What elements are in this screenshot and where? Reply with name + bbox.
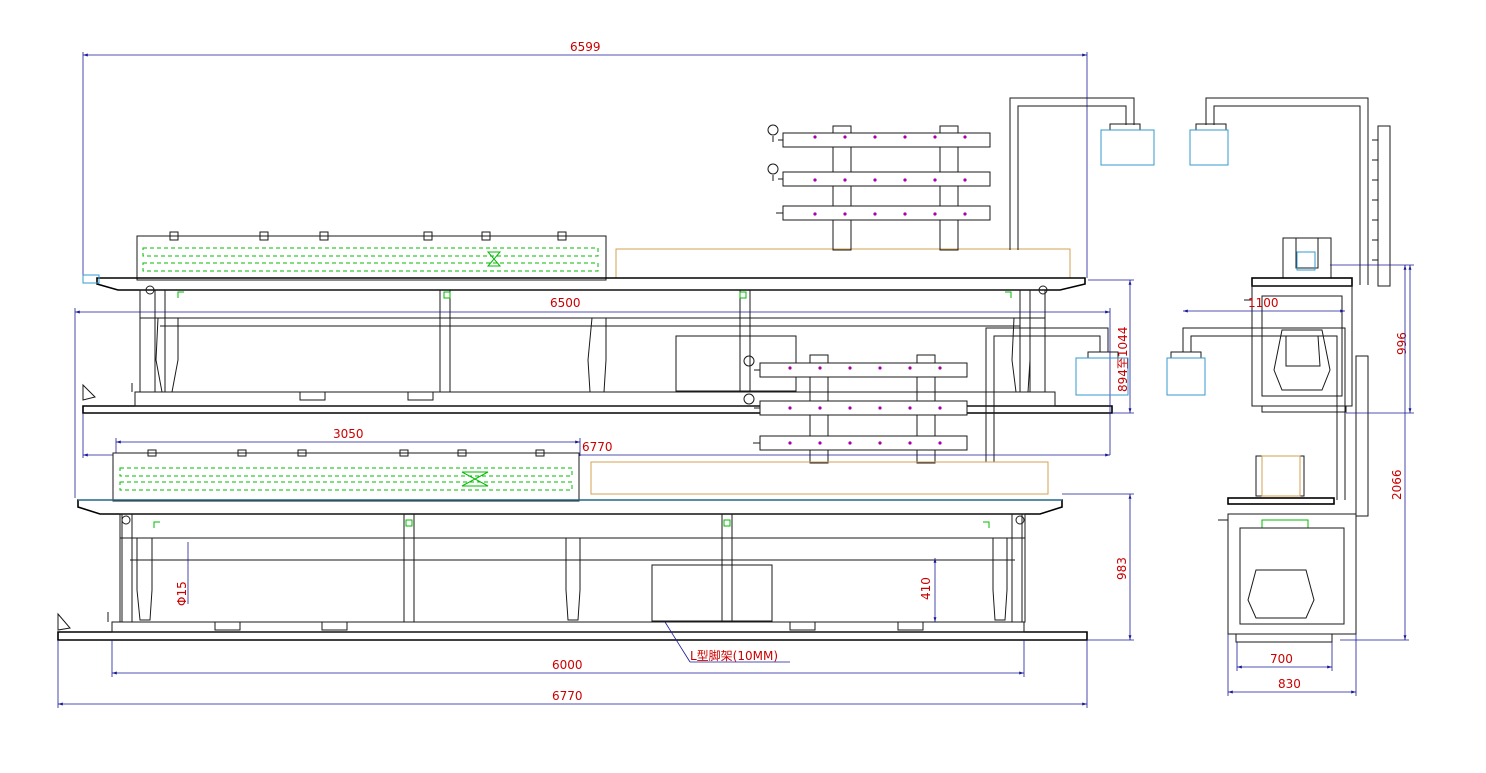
upper-bolt-rack	[767, 124, 991, 251]
upper-top-housing	[136, 235, 607, 281]
upper-assembly: 6599	[74, 40, 1134, 498]
side-view: 1100 996 2066 700 830	[1166, 97, 1414, 696]
dim-label-6770-top: 6770	[582, 440, 613, 454]
side-lower-spray-head	[1166, 357, 1206, 396]
dim-label-410: 410	[919, 577, 933, 600]
dim-label-830: 830	[1278, 677, 1301, 691]
dim-label-983: 983	[1115, 557, 1129, 580]
dim-label-6599: 6599	[570, 40, 601, 54]
dim-lower-frame-length: 6000	[111, 640, 1025, 677]
lower-bolt-rack	[743, 354, 968, 464]
upper-table-plate	[96, 277, 1086, 291]
lower-frame	[119, 513, 1026, 623]
leg-frame-note: L型脚架(10MM)	[664, 621, 790, 663]
note-leg-frame: L型脚架(10MM)	[690, 648, 778, 663]
dim-lower-sub-length: 3050	[115, 427, 581, 456]
dim-lower-height: 983	[1062, 493, 1134, 641]
dim-label-phi15: Φ15	[175, 581, 189, 606]
dim-label-2066: 2066	[1390, 469, 1404, 500]
side-upper-clamp	[1282, 237, 1332, 279]
dim-side-total-height: 2066	[1340, 265, 1409, 641]
side-rack-lower	[1355, 355, 1369, 517]
dim-label-6000: 6000	[552, 658, 583, 672]
upper-spray-head	[1100, 129, 1155, 166]
lower-pipe-head	[985, 327, 1129, 462]
side-lower-frame	[1227, 513, 1357, 635]
upper-pipe-head	[1009, 97, 1155, 250]
dim-label-996: 996	[1395, 332, 1409, 355]
dim-upper-total-length: 6599	[82, 40, 1088, 278]
lower-table-plate	[77, 499, 1063, 515]
dim-label-894-1044: 894至1044	[1116, 327, 1130, 392]
dim-adjust-height: 410	[919, 558, 937, 622]
dim-lower-total-length-bottom: 6770	[57, 640, 1088, 708]
lower-spray-head	[1075, 357, 1129, 396]
dim-side-inner-width: 700	[1236, 642, 1333, 671]
lower-conveyor-outline	[590, 461, 1049, 495]
dim-side-height-upper: 996	[1330, 264, 1414, 414]
upper-conveyor-outline	[615, 248, 1071, 279]
dim-side-outer-width: 830	[1227, 634, 1357, 696]
dim-label-6770-bottom: 6770	[552, 689, 583, 703]
lower-assembly: 3050 6770	[57, 327, 1134, 708]
dim-upper-frame-length: 6500	[74, 296, 1111, 498]
lower-base-rail	[57, 631, 1088, 641]
dim-label-3050: 3050	[333, 427, 364, 441]
side-upper-spray-head	[1189, 129, 1229, 166]
lower-top-housing	[112, 452, 580, 502]
dim-label-6500: 6500	[550, 296, 581, 310]
lower-control-box	[651, 564, 773, 622]
dim-side-width-upper: 1100	[1183, 296, 1345, 313]
side-rack-upper	[1377, 125, 1391, 287]
dim-label-700: 700	[1270, 652, 1293, 666]
dim-upper-height: 894至1044	[1088, 279, 1134, 414]
dim-rod-diameter: Φ15	[175, 542, 189, 606]
dim-label-1100: 1100	[1248, 296, 1279, 310]
side-lower-clamp	[1255, 455, 1305, 497]
